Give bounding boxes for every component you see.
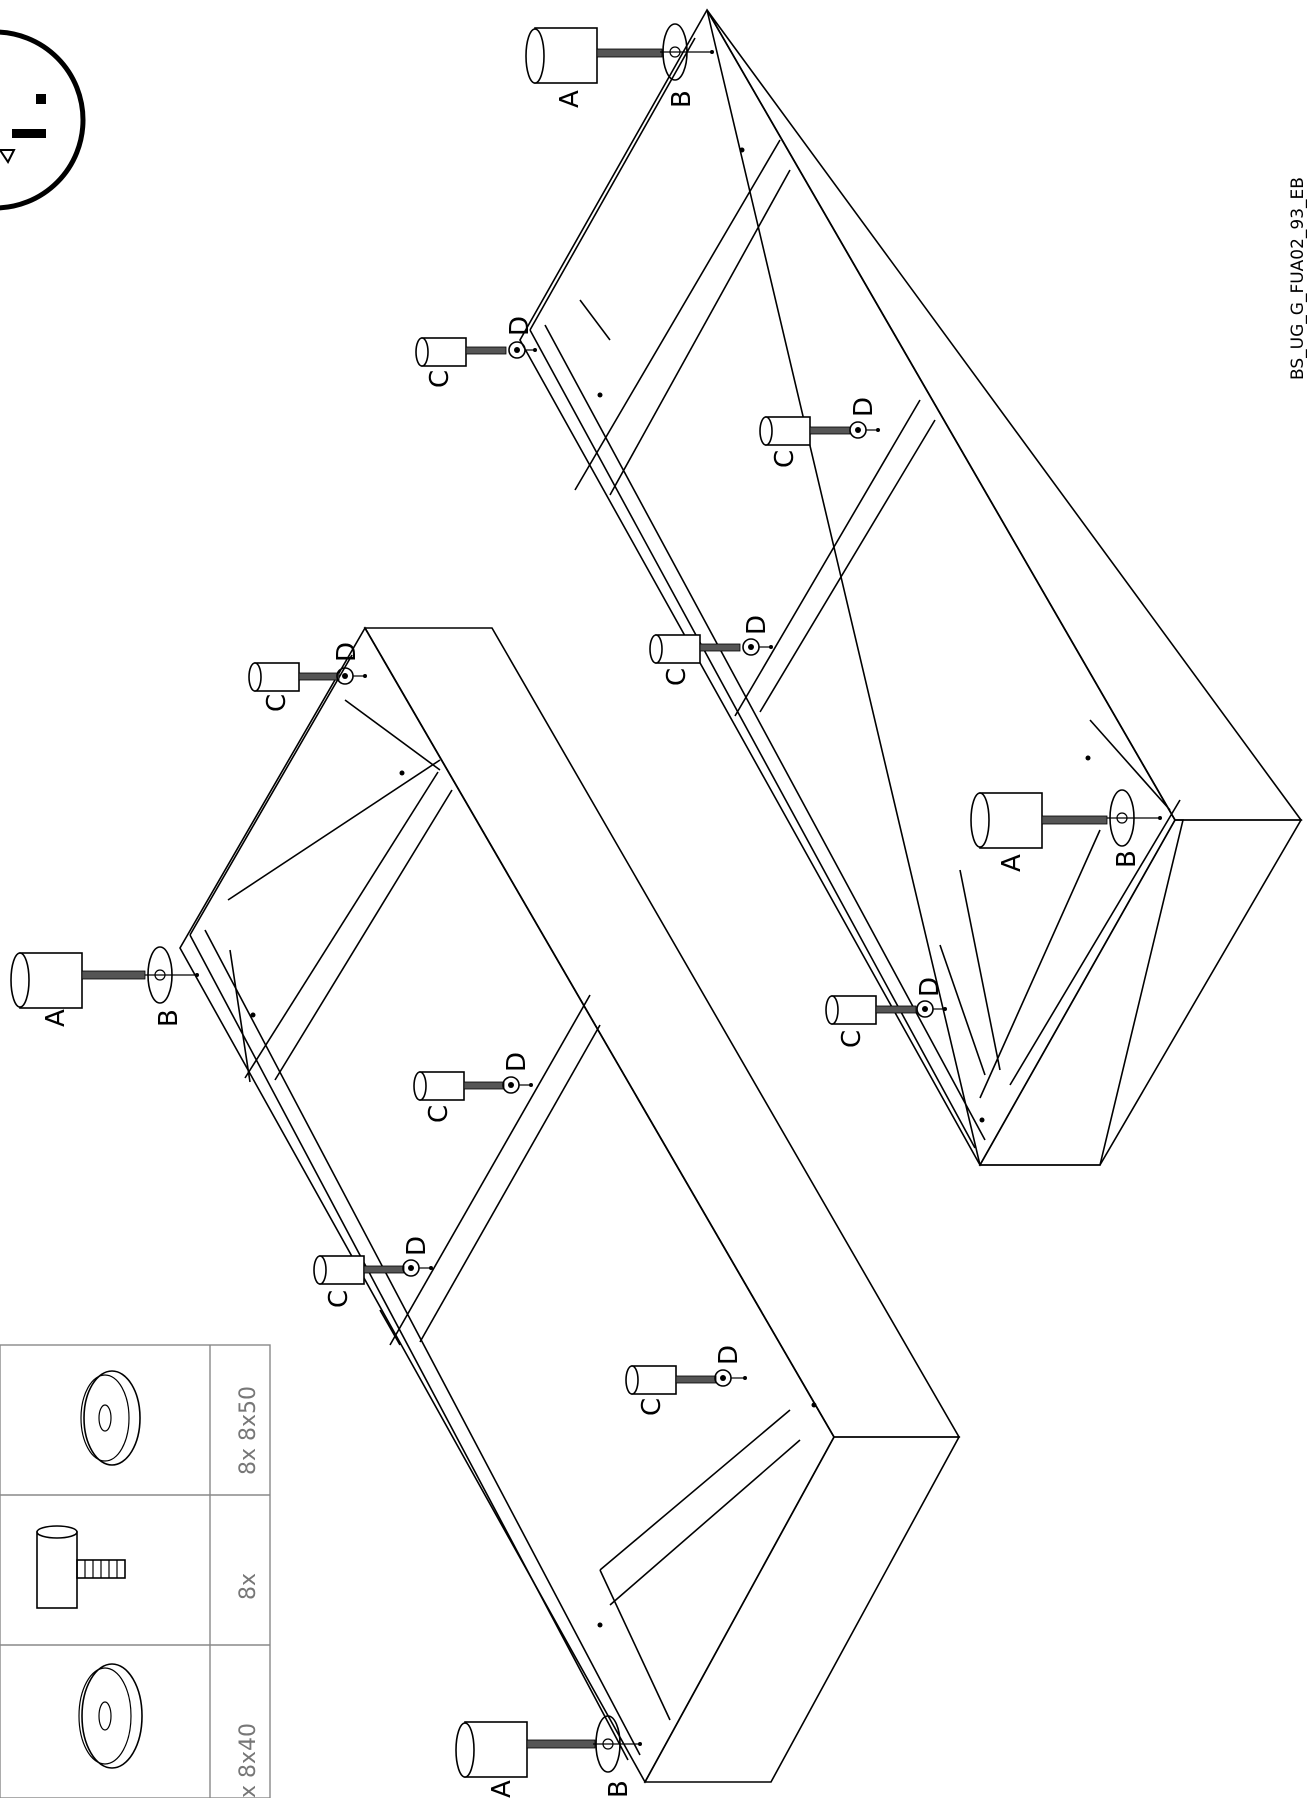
callout-C: C (425, 370, 455, 388)
callout-C: C (637, 1398, 667, 1416)
foot-A-washer-B-left-bottom (455, 1715, 642, 1778)
callout-C: C (770, 450, 800, 468)
foot-C-washer-D (625, 1365, 747, 1395)
callout-A: A (555, 90, 585, 108)
callout-A: A (41, 1009, 71, 1027)
callout-A: A (997, 854, 1027, 872)
callout-C: C (662, 668, 692, 686)
callout-C: C (837, 1030, 867, 1048)
parts-table-qty-1: 8x 8x50 (236, 1386, 261, 1475)
callout-D: D (915, 977, 945, 997)
one-person-assembly-icon (0, 29, 86, 211)
document-code: BS_UG_G_FUA02_93_EB (1288, 177, 1308, 380)
foot-C-washer-D (413, 1071, 533, 1101)
washer-icon (78, 1663, 143, 1769)
callout-A: A (487, 1780, 517, 1798)
callout-D: D (742, 615, 772, 635)
parts-table-qty-3: x 8x40 (236, 1723, 261, 1798)
foot-A-washer-B-right-bottom (970, 789, 1162, 849)
parts-table-qty-2: 8x (236, 1573, 261, 1600)
callout-B: B (1112, 850, 1142, 868)
callout-D: D (502, 1052, 532, 1072)
callout-C: C (262, 694, 292, 712)
callout-D: D (849, 397, 879, 417)
callout-C: C (324, 1290, 354, 1308)
foot-C-washer-D (415, 337, 537, 367)
foot-C-washer-D (759, 416, 880, 446)
frame-right (519, 8, 1303, 1167)
callout-D: D (332, 642, 362, 662)
foot-C-washer-D (649, 634, 773, 664)
foot-C-washer-D (313, 1255, 433, 1285)
foot-with-screw-icon (36, 1525, 126, 1609)
frame-left (179, 626, 961, 1784)
callout-C: C (424, 1105, 454, 1123)
washer-icon (80, 1370, 141, 1466)
foot-A-washer-B-right-top (525, 23, 714, 84)
foot-A-washer-B-left-top (10, 946, 199, 1009)
foot-C-washer-D (248, 662, 367, 692)
callout-D: D (505, 316, 535, 336)
parts-table: 8x 8x50 8x x 8x40 (0, 1344, 271, 1798)
callout-B: B (604, 1780, 634, 1798)
callout-D: D (714, 1345, 744, 1365)
callout-D: D (402, 1236, 432, 1256)
callout-B: B (667, 90, 697, 108)
foot-C-washer-D (825, 995, 947, 1025)
callout-B: B (154, 1009, 184, 1027)
